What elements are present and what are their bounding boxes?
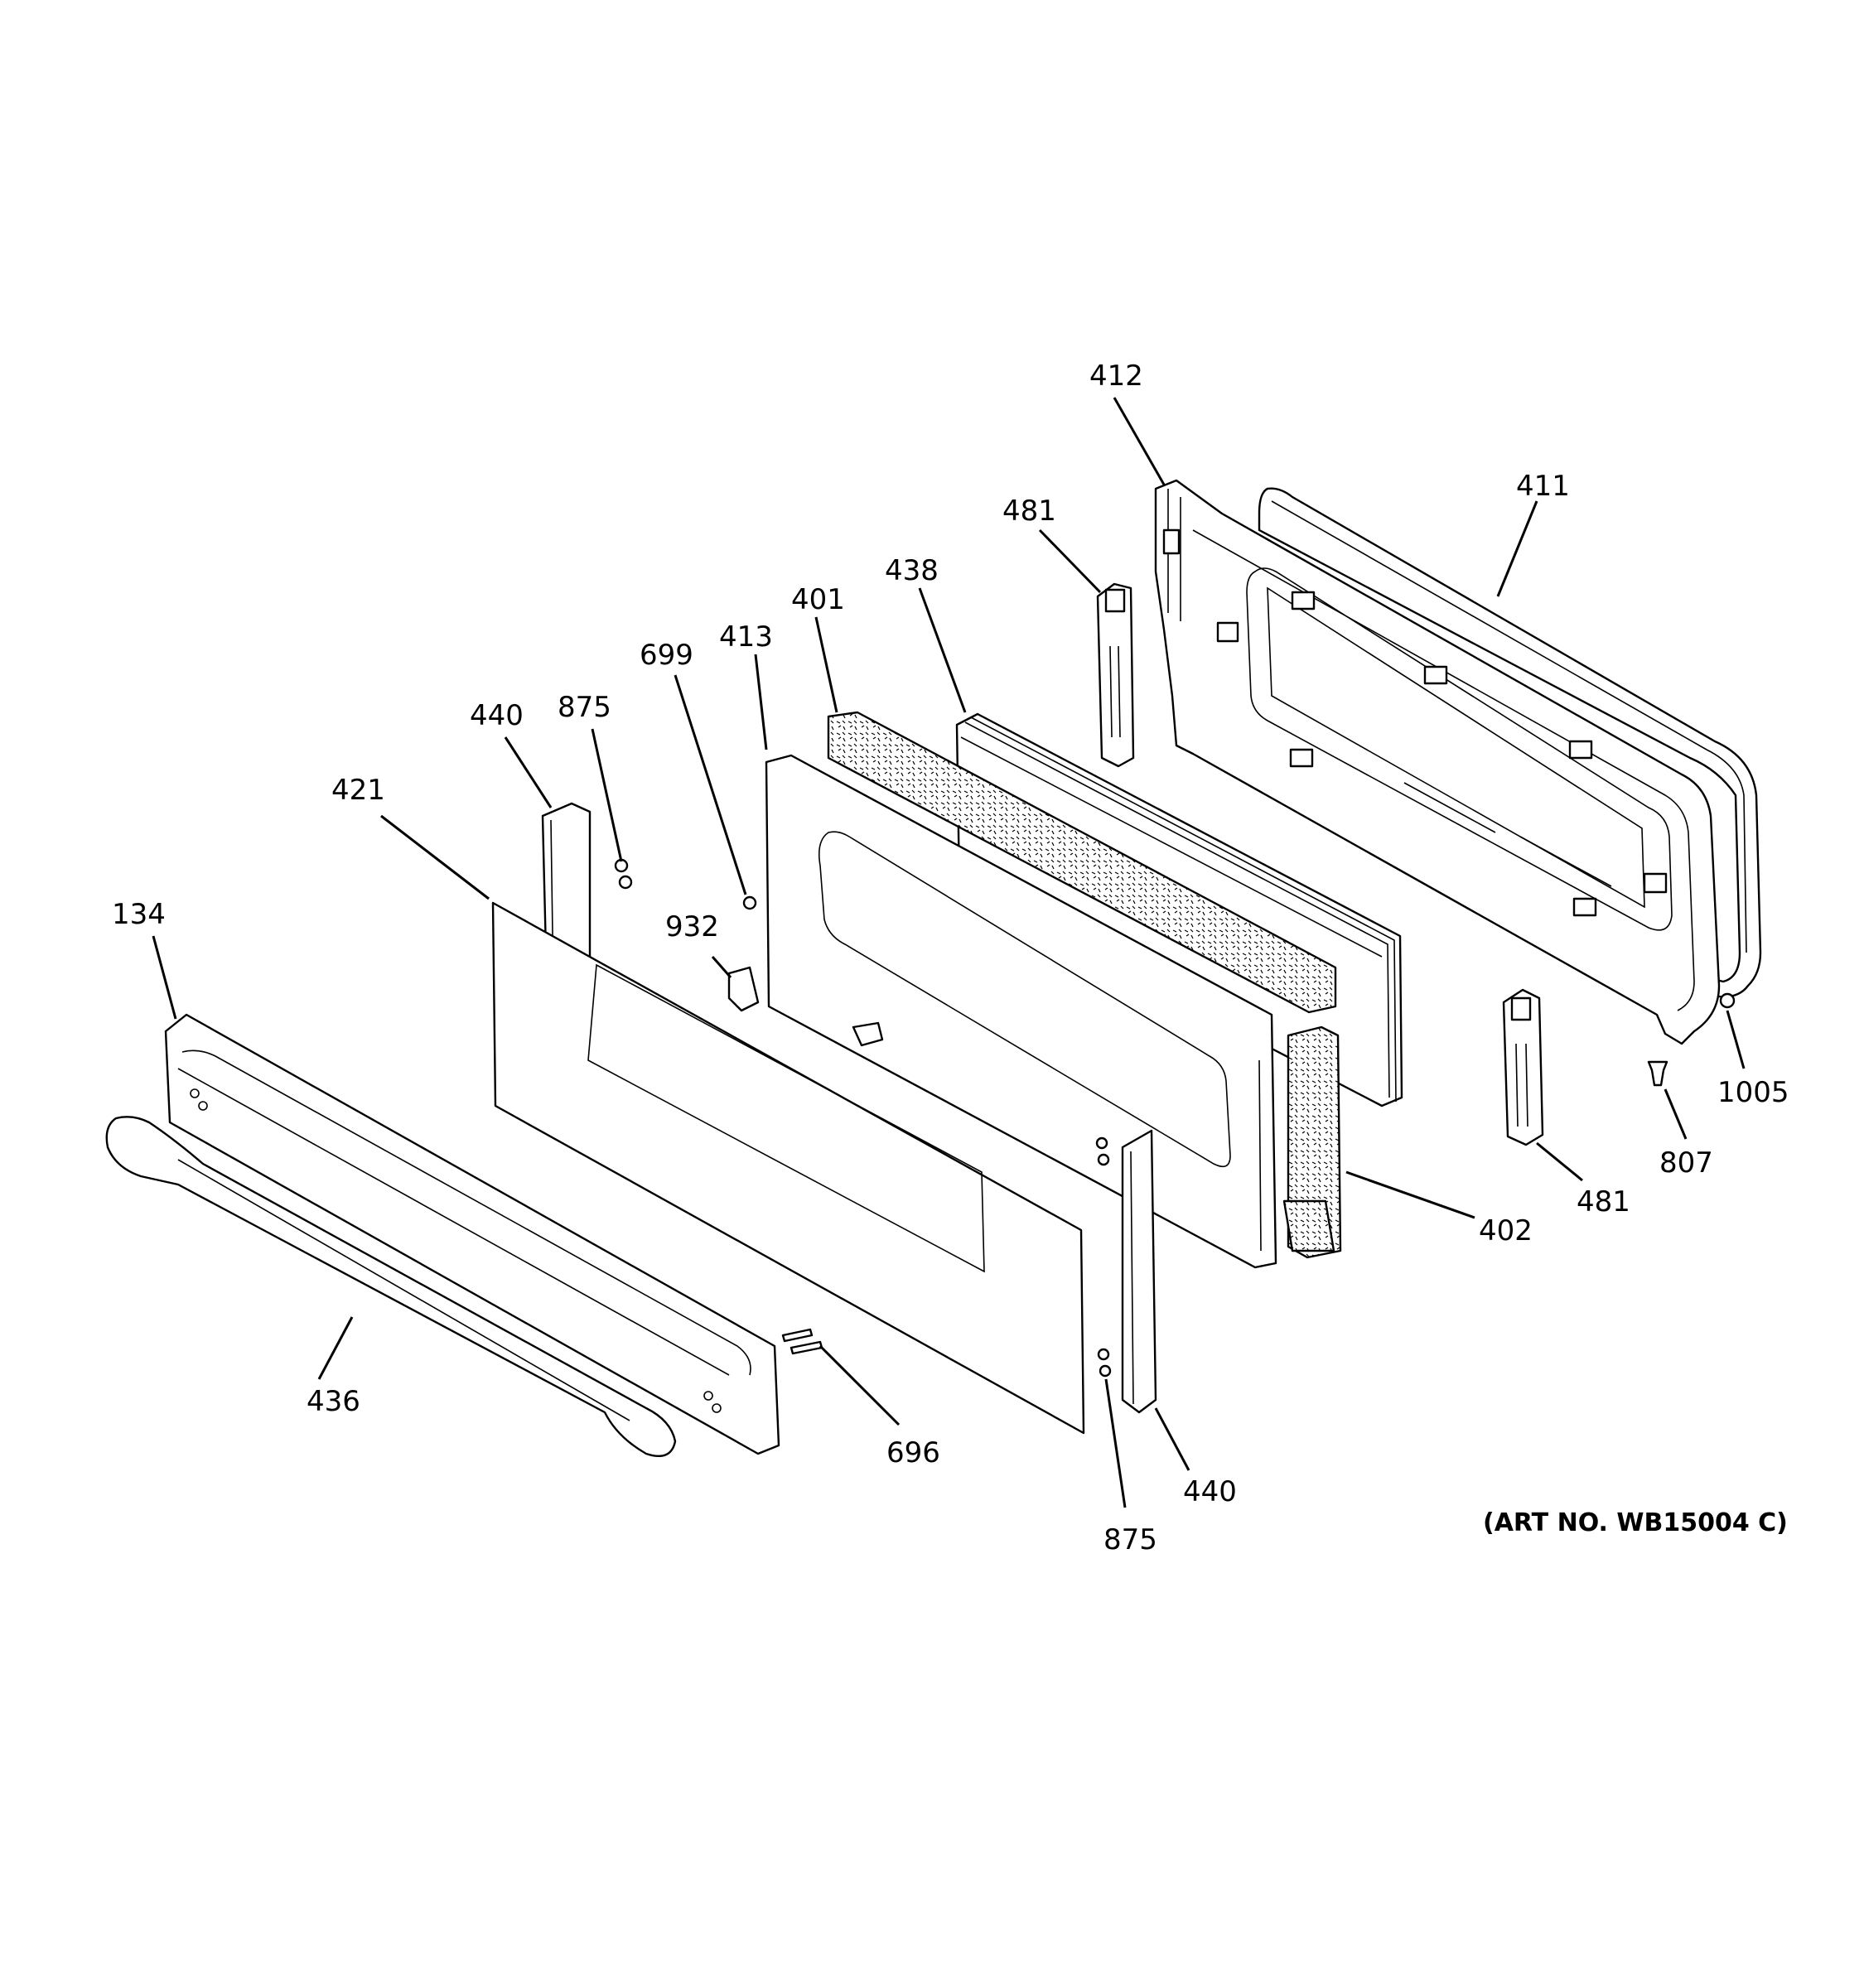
callout-411: 411	[1516, 470, 1570, 503]
side-channel-440-right	[1121, 1129, 1157, 1414]
callout-875-lower: 875	[1103, 1523, 1157, 1556]
callout-696: 696	[886, 1436, 940, 1469]
outer-glass-panel-421	[491, 901, 1085, 1435]
callout-699: 699	[640, 639, 693, 672]
hinge-channel-481-left	[1096, 582, 1135, 768]
callout-1005: 1005	[1717, 1076, 1789, 1109]
callout-401: 401	[791, 583, 845, 616]
callout-413: 413	[719, 620, 773, 654]
bracket-lower	[852, 1021, 884, 1047]
insulation-402	[1282, 1025, 1342, 1259]
screws-875-left	[614, 858, 633, 890]
callout-438: 438	[885, 554, 939, 587]
inner-door-frame-412	[1154, 479, 1721, 1045]
leader-lines	[152, 397, 1746, 1508]
callout-134: 134	[112, 898, 166, 931]
door-trim-134	[164, 1013, 780, 1455]
callout-932: 932	[665, 910, 719, 943]
callout-440: 440	[470, 699, 524, 732]
screws-875-right	[1095, 1136, 1112, 1378]
art-number: (ART NO. WB15004 C)	[1483, 1508, 1788, 1537]
screw-699	[742, 895, 757, 910]
hinge-channel-481-right	[1502, 988, 1544, 1146]
callout-labels: 412 411 481 438 401 413 699 875 440 421 …	[112, 359, 1789, 1556]
callout-481-lower: 481	[1577, 1185, 1630, 1218]
screw-1005	[1719, 992, 1736, 1009]
screw-807	[1647, 1060, 1668, 1087]
callout-421: 421	[331, 774, 385, 807]
callout-402: 402	[1479, 1214, 1533, 1247]
screws-696	[781, 1328, 823, 1355]
bracket-932	[727, 966, 760, 1012]
callout-440-lower: 440	[1183, 1475, 1237, 1508]
callout-436: 436	[307, 1385, 360, 1418]
door-handle-436	[105, 1116, 677, 1458]
callout-807: 807	[1659, 1146, 1713, 1180]
callout-875: 875	[558, 691, 611, 724]
callout-412: 412	[1089, 359, 1143, 393]
callout-481: 481	[1002, 495, 1056, 528]
